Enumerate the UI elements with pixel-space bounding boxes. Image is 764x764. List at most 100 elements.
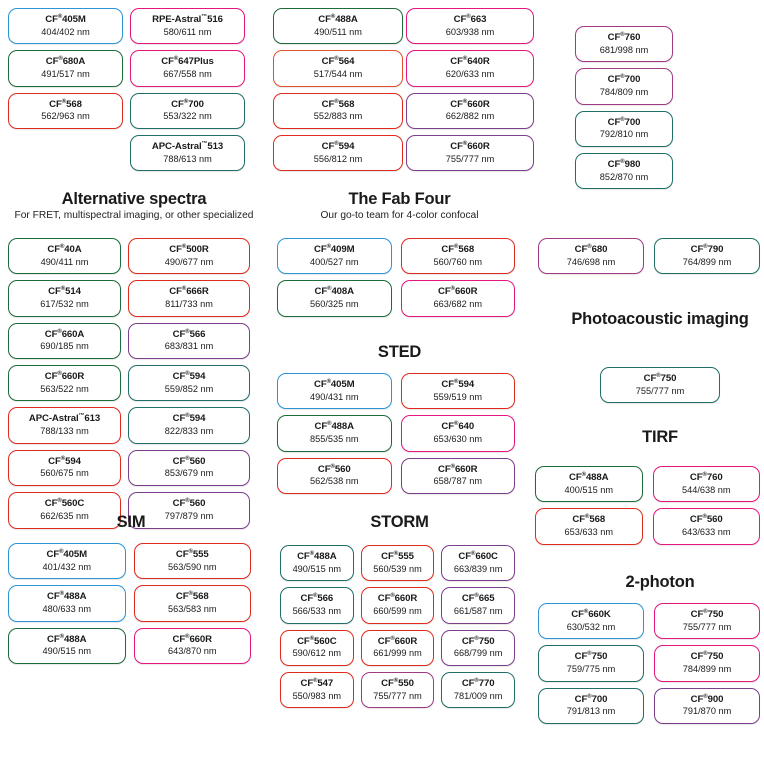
dye-name: CF®550 (381, 678, 414, 690)
dye-wavelengths: 562/538 nm (309, 476, 359, 487)
dye-wavelengths: 855/535 nm (309, 433, 359, 444)
dye-wavelengths: 563/583 nm (167, 603, 217, 614)
dye-wavelengths: 788/133 nm (40, 425, 89, 436)
dye-name: CF®547 (300, 678, 334, 690)
dye-wavelengths: 580/611 nm (163, 26, 212, 37)
trademark-symbol: ® (462, 98, 468, 105)
trademark-symbol: ® (326, 244, 331, 250)
trademark-symbol: ® (703, 609, 708, 615)
sted-title: STED (377, 343, 422, 361)
dye-wavelengths: 852/870 nm (599, 171, 649, 182)
dye-wavelengths: 788/613 nm (163, 153, 212, 164)
dye-name: CF®40A (47, 244, 82, 256)
dye-name: CF®660R (377, 593, 418, 605)
dye-wavelengths: 559/852 nm (164, 383, 214, 394)
dye-name: CF®409M (313, 244, 355, 256)
trademark-symbol: ® (183, 98, 189, 105)
dye-wavelengths: 560/325 nm (309, 298, 359, 309)
dye-name: CF®555 (381, 551, 414, 563)
trademark-symbol: ® (334, 141, 339, 148)
dye-name: CF®647Plus (161, 56, 214, 68)
twophoton-title: 2-photon (625, 573, 695, 591)
dye-name: CF®700 (171, 98, 204, 110)
trademark-symbol: ® (474, 678, 479, 685)
fab-four-section: The Fab Four Our go-to team for 4-color … (272, 190, 527, 221)
